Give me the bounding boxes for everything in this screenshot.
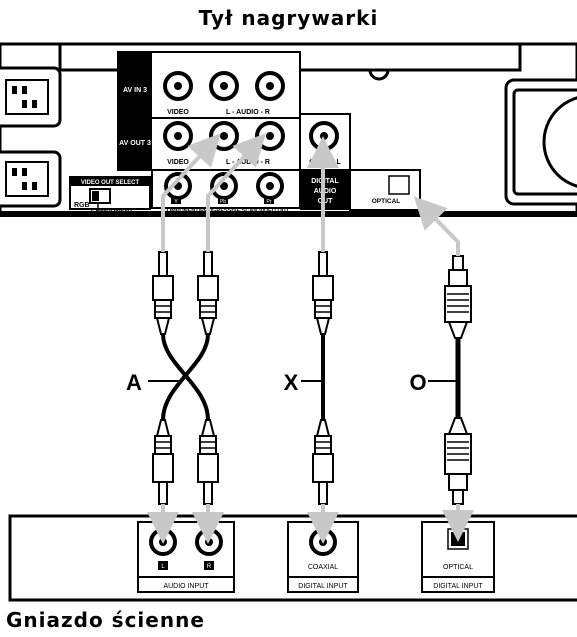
wall-socket-panel: L R AUDIO INPUT COAXIAL DIGITAL INPUT OP… — [8, 514, 577, 602]
audio-input-r-label: R — [207, 564, 212, 570]
optical-input-label: OPTICAL — [443, 564, 473, 571]
component-caption: COMPONENT/PROGRESSIVE SCAN VIDEO OUT — [163, 208, 290, 214]
audio-input-l-label: L — [161, 564, 165, 570]
digital-audio-out-line1: DIGITAL — [311, 178, 339, 185]
cable-x-label: X — [284, 370, 299, 395]
cable-a-bottom-plug-left — [152, 419, 174, 505]
digital-input-label-1: DIGITAL INPUT — [298, 583, 348, 590]
arrow-o-top — [413, 196, 460, 256]
scart-connector-top — [0, 66, 62, 128]
wall-socket-title: Gniazdo ścienne — [6, 608, 205, 632]
av-out-audio-label: L - AUDIO - R — [226, 159, 270, 166]
digital-input-label-2: DIGITAL INPUT — [433, 583, 483, 590]
digital-audio-out-line2: AUDIO — [314, 188, 337, 195]
coaxial-out-label: COAXIAL — [309, 159, 341, 166]
component-label: COMPONENT — [91, 208, 133, 215]
coaxial-input-label: COAXIAL — [308, 564, 338, 571]
audio-input-label: AUDIO INPUT — [163, 583, 209, 590]
video-out-select-label: VIDEO OUT SELECT — [81, 180, 140, 186]
optical-out-port — [388, 175, 410, 195]
cable-o-label: O — [409, 370, 426, 395]
cable-a-top-plug-right — [197, 251, 219, 335]
arrow-a-right-top — [206, 133, 266, 252]
video-out-select-switch: VIDEO OUT SELECT RGB COMPONENT — [69, 176, 151, 215]
av-out-jacks — [163, 121, 285, 151]
av-in-audio-label: L - AUDIO - R — [226, 109, 270, 116]
arrow-a-left-top — [161, 133, 221, 252]
optical-out-label: OPTICAL — [372, 198, 401, 205]
av-out-label: AV OUT 3 — [119, 140, 151, 147]
av-in-jacks — [163, 71, 285, 101]
connection-arrows — [147, 133, 474, 544]
av-out-video-label: VIDEO — [167, 159, 189, 166]
rgb-label: RGB — [74, 202, 90, 209]
recorder-back-panel: AV IN 3 AV OUT 3 VIDEO L - AUDIO - R VID… — [0, 42, 577, 217]
cable-a-top-plug-left — [152, 251, 174, 335]
cable-a-label: A — [126, 370, 142, 395]
av-in-video-label: VIDEO — [167, 109, 189, 116]
component-pb-label: Pb — [220, 199, 226, 205]
cable-x: X — [284, 251, 334, 505]
cooling-fan — [504, 78, 577, 206]
recorder-back-title: Tył nagrywarki — [198, 6, 379, 30]
component-pr-label: Pr — [267, 199, 272, 205]
component-y-label: Y — [174, 199, 178, 205]
av-in-label: AV IN 3 — [123, 87, 147, 94]
scart-connector-bottom — [0, 150, 62, 208]
cable-o: O — [409, 255, 472, 505]
cable-a: A — [126, 251, 219, 505]
cable-a-bottom-plug-right — [197, 419, 219, 505]
digital-audio-out-line3: OUT — [318, 198, 334, 205]
